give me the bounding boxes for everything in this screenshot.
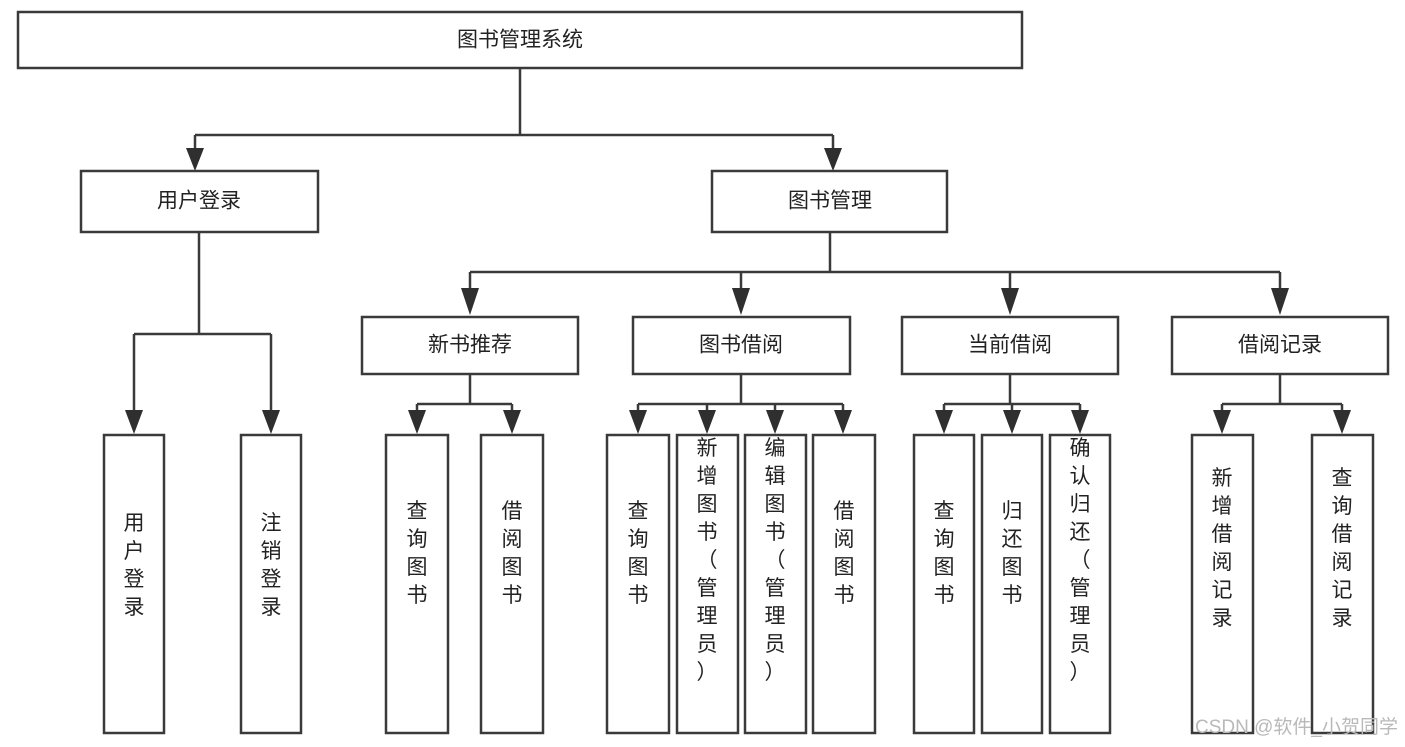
leaf-borrow-book-1[interactable]: 借阅图书 bbox=[479, 433, 545, 735]
arrow-head-user-login bbox=[186, 148, 204, 171]
leaf-confirm-return-box[interactable] bbox=[1048, 433, 1112, 735]
node-borrow-record-box[interactable] bbox=[1170, 315, 1390, 376]
node-new-book-recommend-label: 新书推荐 bbox=[428, 334, 512, 357]
arrow-head-leaf-borrow-book-1 bbox=[503, 410, 521, 434]
node-current-borrow-label: 当前借阅 bbox=[968, 334, 1052, 357]
leaf-add-book-box[interactable] bbox=[675, 433, 740, 735]
node-book-borrow-box[interactable] bbox=[631, 315, 852, 376]
leaf-add-record-label: 新增借阅记录 bbox=[1212, 467, 1233, 630]
leaf-add-record-box[interactable] bbox=[1190, 433, 1255, 735]
node-new-book-recommend[interactable]: 新书推荐 bbox=[360, 315, 580, 376]
leaf-query-book-1[interactable]: 查询图书 bbox=[384, 433, 450, 735]
leaf-query-book-3-box[interactable] bbox=[912, 433, 976, 735]
leaf-borrow-book-2[interactable]: 借阅图书 bbox=[811, 433, 877, 735]
node-borrow-record-label: 借阅记录 bbox=[1238, 334, 1322, 357]
leaf-query-book-1-box[interactable] bbox=[384, 433, 450, 735]
arrow-head-leaf-query-record bbox=[1333, 410, 1351, 434]
arrow-head-leaf-add-record bbox=[1213, 410, 1231, 434]
leaf-add-book-label: 新增图书（管理员） bbox=[697, 437, 718, 684]
leaf-query-book-3-label: 查询图书 bbox=[934, 500, 955, 607]
arrow-head-leaf-query-book-3 bbox=[935, 410, 953, 434]
arrow-head-book-borrow bbox=[732, 288, 750, 315]
leaf-query-record-box[interactable] bbox=[1310, 433, 1375, 735]
leaf-user-login[interactable]: 用户登录 bbox=[102, 433, 166, 735]
leaf-query-record-label: 查询借阅记录 bbox=[1332, 467, 1353, 630]
leaf-add-record[interactable]: 新增借阅记录 bbox=[1190, 433, 1255, 735]
arrow-head-leaf-query-book-2 bbox=[629, 410, 647, 434]
leaf-confirm-return[interactable]: 确认归还（管理员） bbox=[1048, 433, 1112, 735]
leaf-query-book-3[interactable]: 查询图书 bbox=[912, 433, 976, 735]
node-current-borrow[interactable]: 当前借阅 bbox=[900, 315, 1120, 376]
leaf-confirm-return-label: 确认归还（管理员） bbox=[1070, 437, 1091, 684]
arrow-head-leaf-query-book-1 bbox=[408, 410, 426, 434]
leaf-edit-book-label: 编辑图书（管理员） bbox=[765, 437, 786, 684]
leaf-edit-book-box[interactable] bbox=[743, 433, 808, 735]
arrow-head-new-book-recommend bbox=[461, 288, 479, 315]
leaf-logout-login-label: 注销登录 bbox=[261, 512, 282, 619]
node-new-book-recommend-box[interactable] bbox=[360, 315, 580, 376]
leaf-return-book-label: 归还图书 bbox=[1002, 500, 1023, 607]
leaf-query-book-2-box[interactable] bbox=[605, 433, 671, 735]
arrow-head-borrow-record bbox=[1271, 288, 1289, 315]
node-book-borrow-label: 图书借阅 bbox=[699, 334, 783, 357]
leaf-borrow-book-2-box[interactable] bbox=[811, 433, 877, 735]
leaf-logout-login-box[interactable] bbox=[239, 433, 303, 735]
leaf-borrow-book-1-box[interactable] bbox=[479, 433, 545, 735]
node-book-manage[interactable]: 图书管理 bbox=[710, 169, 949, 234]
node-book-borrow[interactable]: 图书借阅 bbox=[631, 315, 852, 376]
node-borrow-record[interactable]: 借阅记录 bbox=[1170, 315, 1390, 376]
leaf-borrow-book-1-label: 借阅图书 bbox=[502, 500, 523, 607]
leaf-query-book-2-label: 查询图书 bbox=[628, 500, 649, 607]
connector-layer bbox=[125, 68, 1351, 434]
node-root[interactable]: 图书管理系统 bbox=[16, 10, 1024, 70]
leaf-borrow-book-2-label: 借阅图书 bbox=[834, 500, 855, 607]
node-user-login-label: 用户登录 bbox=[157, 190, 241, 213]
arrow-head-leaf-return-book bbox=[1003, 410, 1021, 434]
arrow-head-leaf-add-book bbox=[698, 410, 716, 434]
arrow-head-leaf-user-login bbox=[125, 410, 143, 434]
leaf-user-login-label: 用户登录 bbox=[124, 512, 145, 619]
leaf-query-book-2[interactable]: 查询图书 bbox=[605, 433, 671, 735]
leaf-return-book-box[interactable] bbox=[980, 433, 1044, 735]
leaf-edit-book[interactable]: 编辑图书（管理员） bbox=[743, 433, 808, 735]
node-user-login[interactable]: 用户登录 bbox=[79, 169, 320, 234]
node-book-manage-box[interactable] bbox=[710, 169, 949, 234]
node-root-box[interactable] bbox=[16, 10, 1024, 70]
leaf-query-book-1-label: 查询图书 bbox=[407, 500, 428, 607]
leaf-return-book[interactable]: 归还图书 bbox=[980, 433, 1044, 735]
arrow-head-leaf-confirm-return bbox=[1071, 410, 1089, 434]
leaf-logout-login[interactable]: 注销登录 bbox=[239, 433, 303, 735]
arrow-head-leaf-logout-login bbox=[262, 410, 280, 434]
leaf-query-record[interactable]: 查询借阅记录 bbox=[1310, 433, 1375, 735]
leaf-user-login-box[interactable] bbox=[102, 433, 166, 735]
arrow-head-leaf-borrow-book-2 bbox=[834, 410, 852, 434]
node-current-borrow-box[interactable] bbox=[900, 315, 1120, 376]
csdn-watermark: CSDN @软件_小贺同学 bbox=[1195, 716, 1398, 738]
arrow-head-leaf-edit-book bbox=[766, 410, 784, 434]
node-book-manage-label: 图书管理 bbox=[788, 190, 872, 213]
leaf-add-book[interactable]: 新增图书（管理员） bbox=[675, 433, 740, 735]
arrow-head-current-borrow bbox=[1001, 288, 1019, 315]
arrow-head-book-manage bbox=[824, 148, 842, 171]
node-root-label: 图书管理系统 bbox=[457, 29, 583, 52]
node-user-login-box[interactable] bbox=[79, 169, 320, 234]
